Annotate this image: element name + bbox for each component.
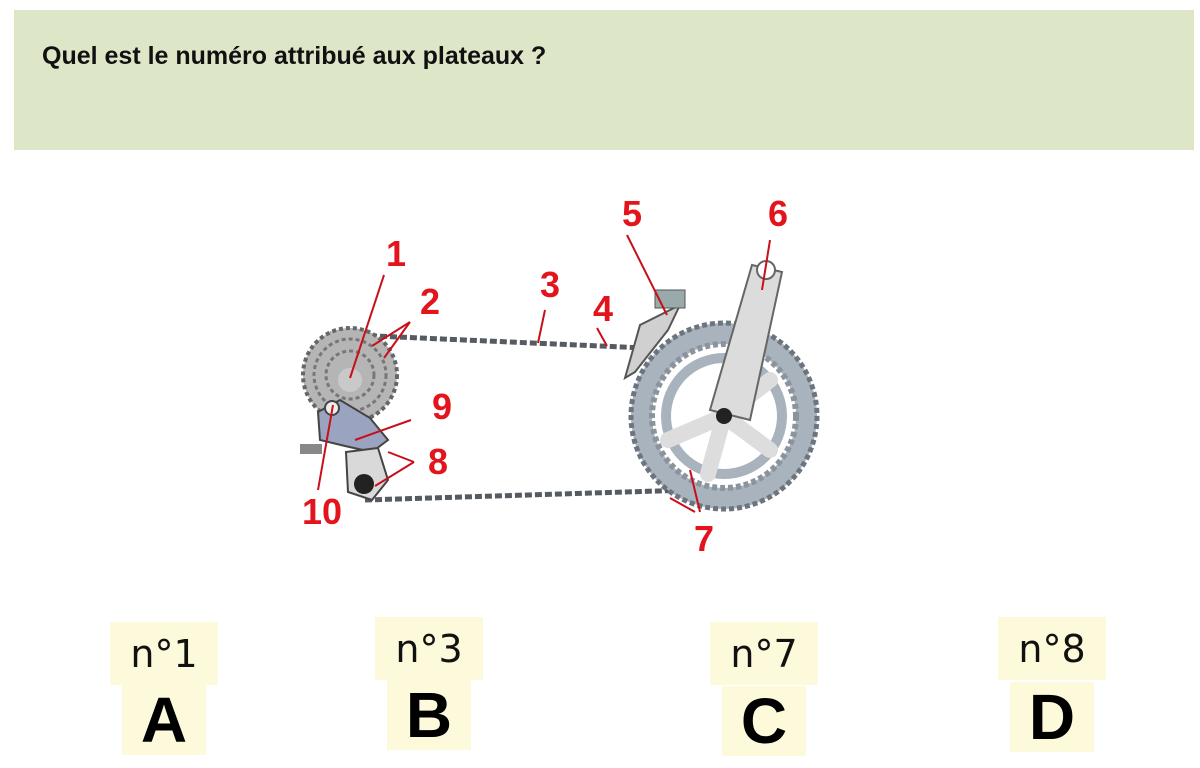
option-a-number: n°1 <box>110 622 218 685</box>
diagram-label-3: 3 <box>540 264 560 305</box>
chain-bottom <box>364 487 691 503</box>
option-d-number: n°8 <box>998 617 1106 680</box>
option-c-button[interactable]: C <box>722 685 806 757</box>
diagram-label-2: 2 <box>420 281 440 322</box>
option-c-number: n°7 <box>710 622 818 685</box>
option-d-button[interactable]: D <box>1010 681 1094 753</box>
rear-derailleur <box>300 398 390 502</box>
diagram-label-4: 4 <box>593 288 613 329</box>
question-text: Quel est le numéro attribué aux plateaux… <box>42 42 547 70</box>
diagram-label-5: 5 <box>622 193 642 234</box>
option-b-button[interactable]: B <box>387 679 471 751</box>
diagram-label-10: 10 <box>302 491 342 532</box>
diagram-label-6: 6 <box>768 193 788 234</box>
diagram-label-7: 7 <box>694 518 714 559</box>
diagram-label-8: 8 <box>428 441 448 482</box>
leader-lines <box>317 234 771 513</box>
option-b-number: n°3 <box>375 617 483 680</box>
question-banner: Quel est le numéro attribué aux plateaux… <box>14 10 1194 150</box>
chain-top <box>329 331 646 351</box>
diagram-label-1: 1 <box>386 233 406 274</box>
front-derailleur <box>623 289 686 381</box>
option-a-button[interactable]: A <box>122 684 206 756</box>
diagram-label-9: 9 <box>432 386 452 427</box>
